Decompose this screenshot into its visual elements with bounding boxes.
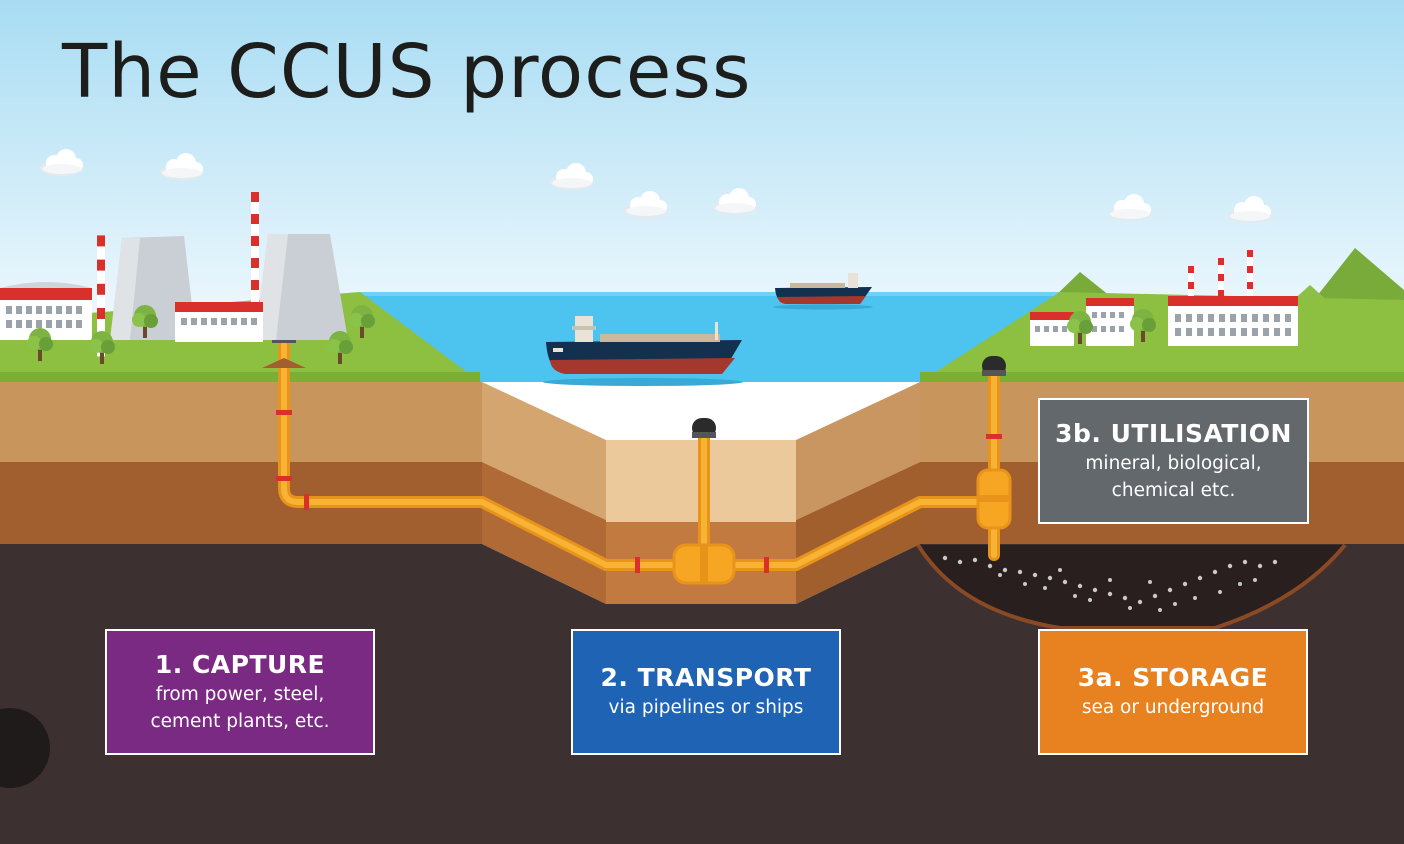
transport-step-box: 2. TRANSPORT via pipelines or ships xyxy=(571,629,841,755)
page-title: The CCUS process xyxy=(62,29,752,115)
utilisation-step-box: 3b. UTILISATION mineral, biological, che… xyxy=(1038,398,1309,524)
utilisation-detail: mineral, biological, chemical etc. xyxy=(1085,452,1262,501)
storage-heading: 3a. STORAGE xyxy=(1077,662,1269,692)
storage-step-box: 3a. STORAGE sea or underground xyxy=(1038,629,1308,755)
utilisation-heading: 3b. UTILISATION xyxy=(1055,418,1292,448)
cargo-ship-large xyxy=(543,316,743,386)
capture-step-box: 1. CAPTURE from power, steel, cement pla… xyxy=(105,629,375,755)
transport-heading: 2. TRANSPORT xyxy=(600,662,812,692)
capture-detail: from power, steel, cement plants, etc. xyxy=(150,683,330,732)
industrial-site xyxy=(1030,250,1298,346)
transport-detail: via pipelines or ships xyxy=(608,697,804,719)
storage-detail: sea or underground xyxy=(1081,697,1265,719)
cargo-ship-small xyxy=(773,273,873,310)
power-plant xyxy=(0,192,375,364)
capture-heading: 1. CAPTURE xyxy=(154,649,326,679)
